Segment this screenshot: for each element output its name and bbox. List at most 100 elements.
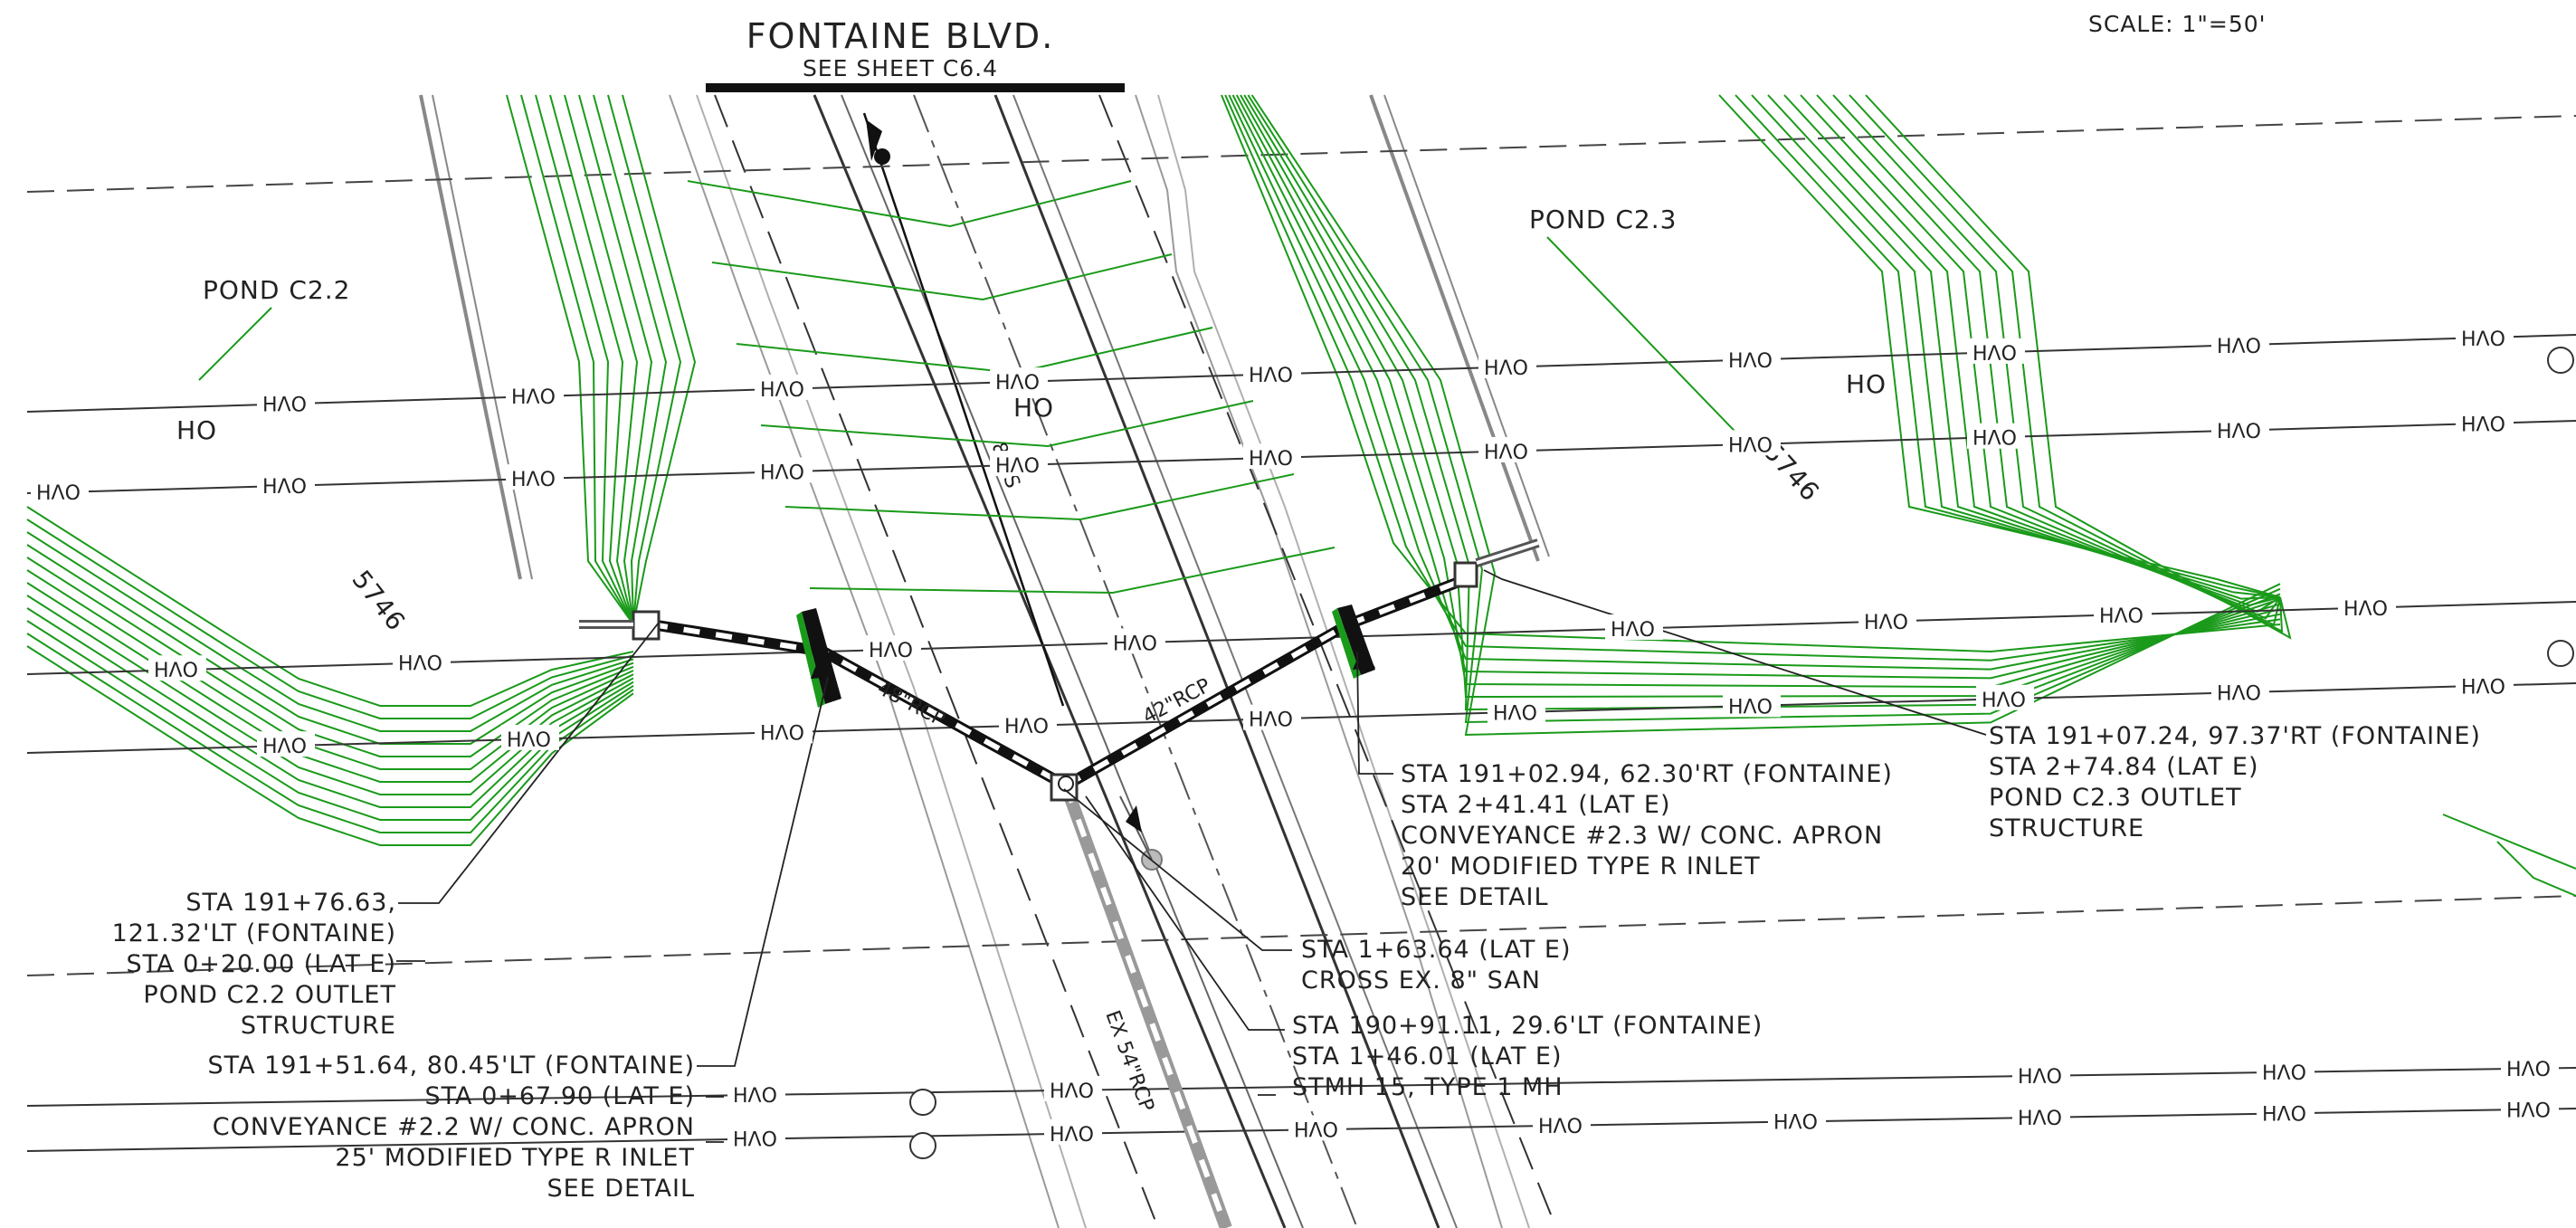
contour-line [535, 94, 634, 625]
contour-line [26, 595, 634, 795]
contour-line [520, 94, 634, 625]
utility-tag-bg [1976, 684, 2034, 710]
contour-line [1228, 94, 2281, 671]
utility-tag-bg [727, 1080, 785, 1107]
callout-pond-c22-outlet: STA 191+76.63, 121.32'LT (FONTAINE) STA … [112, 889, 396, 1040]
callout-line: SEE DETAIL [547, 1175, 695, 1203]
property-lines [26, 115, 2576, 976]
utility-tag-bg [1044, 1075, 1102, 1101]
match-line [706, 83, 1125, 92]
utility-tag: HΛO [1249, 709, 1293, 732]
utility-tag: HΛO [1728, 350, 1773, 373]
pond-c23-label: POND C2.3 [1529, 205, 1677, 234]
callout-line: SEE DETAIL [1401, 883, 1549, 911]
utility-tag: HΛO [1864, 612, 1908, 634]
utility-tag-bg [1478, 353, 1536, 379]
contour-line [506, 94, 634, 625]
utility-tag-bg [2012, 1103, 2070, 1129]
contour-line [564, 94, 639, 625]
contour-line [1865, 94, 2292, 640]
utility-tag: HΛO [2217, 421, 2261, 443]
utility-tag: HΛO [733, 1085, 777, 1108]
contour-label-left: 5746 [346, 565, 411, 637]
utility-tag: HΛO [2018, 1066, 2062, 1089]
contour-line [760, 400, 1254, 448]
callout-line: STA 2+74.84 (LAT E) [1989, 753, 2259, 781]
callout-line: POND C2.2 OUTLET [143, 981, 396, 1009]
utility-tag: HΛO [507, 729, 551, 752]
utility-tag: HΛO [2262, 1104, 2306, 1127]
power-poles [909, 347, 2574, 1159]
leader-lines [396, 569, 1987, 1143]
callout-sewer-crossing: STA 1+63.64 (LAT E) CROSS EX. 8" SAN [1301, 936, 1571, 995]
utility-tag: HΛO [1972, 428, 2017, 451]
utility-tag-bg [2338, 594, 2396, 620]
pond-c22-outlet-structure [632, 610, 661, 641]
callout-line: STA 191+51.64, 80.45'LT (FONTAINE) [208, 1052, 695, 1080]
contour-line [549, 94, 634, 625]
utility-tag-bg [2456, 323, 2514, 349]
utility-tag: HΛO [262, 736, 307, 758]
utility-tag-bg [1858, 607, 1916, 633]
utility-tag-bg [257, 389, 315, 415]
contour-line [1800, 94, 2281, 614]
contour-line [1235, 94, 2281, 689]
utility-tag-bg [2211, 330, 2269, 357]
utility-tag: HΛO [1611, 619, 1655, 642]
contour-line [687, 180, 1132, 228]
contour-line [1735, 94, 2281, 598]
utility-tag-bg [1243, 359, 1301, 386]
utility-tag-bg [148, 655, 206, 681]
overhead-label-left: HO [176, 415, 217, 445]
utility-line [26, 334, 2576, 413]
storm-pipes [651, 574, 1469, 1228]
utility-tag-bg [257, 471, 315, 497]
contour-line [593, 94, 668, 625]
inlet-2-2 [802, 608, 841, 704]
power-pole-icon [909, 1089, 936, 1116]
utility-tag: HΛO [1972, 343, 2017, 366]
utility-tag-bg [501, 724, 559, 750]
title-block: FONTAINE BLVD. SEE SHEET C6.4 SCALE: 1"=… [706, 11, 2266, 92]
utility-tag-bg [1107, 628, 1165, 654]
utility-tag-bg [506, 382, 564, 408]
utility-tag: HΛO [1113, 633, 1157, 655]
utility-tag-bg [1288, 1115, 1346, 1141]
contour-line [1751, 94, 2281, 598]
contour-line [809, 547, 1336, 595]
utility-tag: HΛO [2217, 336, 2261, 358]
contour-line [26, 506, 634, 707]
callout-conveyance-22: STA 191+51.64, 80.45'LT (FONTAINE) STA 0… [208, 1052, 695, 1203]
utility-tag-bg [31, 477, 89, 503]
utility-tag: HΛO [995, 372, 1040, 395]
utility-line [26, 682, 2576, 754]
utility-tag: HΛO [36, 482, 81, 505]
contour-line [1718, 94, 2281, 598]
callout-line: POND C2.3 OUTLET [1989, 784, 2242, 812]
contour-line [1240, 94, 2281, 699]
utility-tag-bg [257, 731, 315, 757]
flow-arrow-icon [811, 656, 834, 679]
utility-tag-bg [727, 1124, 785, 1150]
utility-tag: HΛO [262, 476, 307, 499]
utility-tag: HΛO [2506, 1059, 2551, 1081]
utility-tag-bg [1044, 1119, 1102, 1145]
contour-line [607, 94, 682, 625]
contour-line [1231, 94, 2281, 680]
callout-line: STA 191+02.94, 62.30'RT (FONTAINE) [1401, 760, 1893, 788]
contour-line [26, 519, 634, 719]
utility-tag: HΛO [1728, 434, 1773, 457]
utility-tag: HΛO [2461, 676, 2505, 699]
utility-tag-bg [2094, 600, 2152, 626]
contour-line [2442, 814, 2576, 870]
utility-tag-bg [990, 367, 1048, 394]
utility-tag-bg [2456, 409, 2514, 435]
contour-line [622, 94, 697, 625]
callout-line: STA 1+46.01 (LAT E) [1292, 1042, 1563, 1071]
utility-tag-bg [1533, 1110, 1591, 1137]
utility-tag: HΛO [2506, 1099, 2551, 1122]
contour-line [26, 645, 634, 846]
utility-tag-bg [2456, 671, 2514, 698]
contour-line [1783, 94, 2281, 606]
contour-line [2496, 841, 2576, 897]
